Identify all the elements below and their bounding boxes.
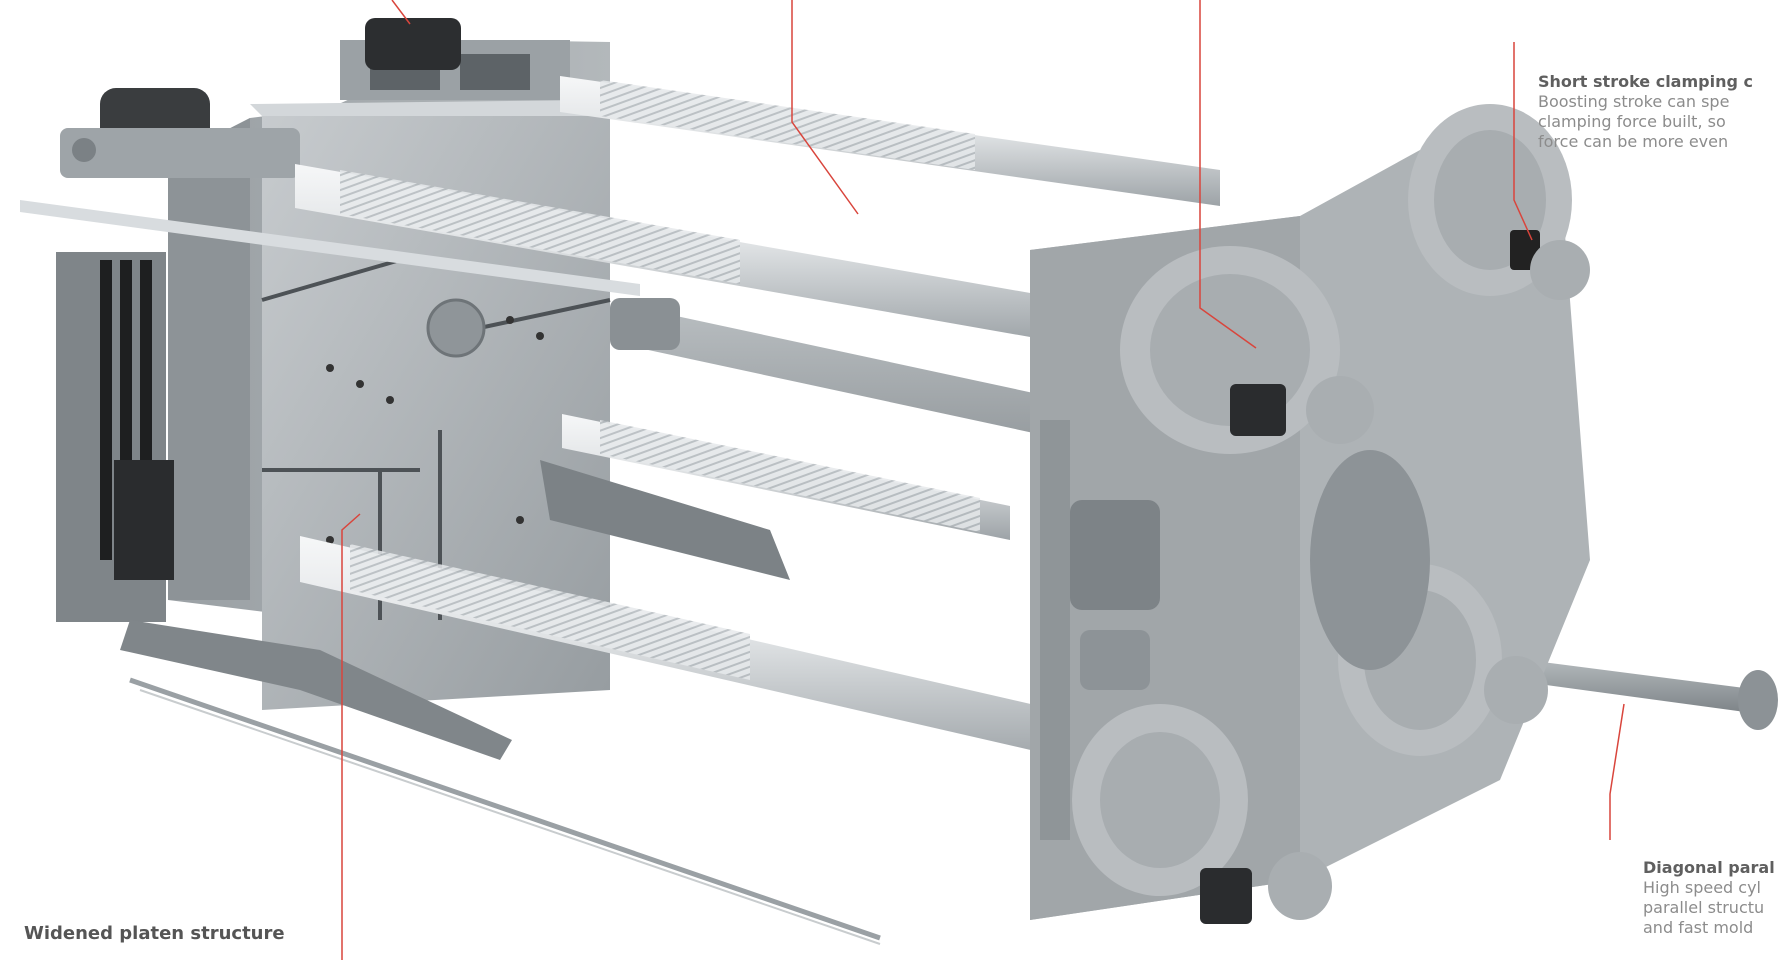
callout-text-line: parallel structu [1643, 898, 1765, 917]
leader-line-short-stroke [1513, 42, 1533, 241]
leader-line-widened-platen [341, 513, 361, 960]
callout-text-line: Boosting stroke can spe [1538, 92, 1730, 111]
callout-text-line: clamping force built, so [1538, 112, 1726, 131]
leader-line-fixed-platen [1199, 0, 1257, 349]
callout-title: Widened platen structure [24, 923, 285, 944]
callout-widened-platen: Widened platen structure [24, 924, 285, 944]
support-rails [120, 460, 881, 945]
callout-diagonal-parallel: Diagonal paral High speed cyl parallel s… [1643, 858, 1775, 938]
leader-lines [341, 0, 1625, 960]
callout-text-line: and fast mold [1643, 918, 1754, 937]
fixed-platen [1030, 104, 1590, 924]
callout-title: Short stroke clamping c [1538, 72, 1753, 91]
callout-short-stroke: Short stroke clamping c Boosting stroke … [1538, 72, 1753, 152]
leader-line-tie-bar [791, 0, 859, 215]
leader-line-diagonal-parallel [1609, 703, 1625, 840]
callout-title: Diagonal paral [1643, 858, 1775, 877]
leader-line-top-left [391, 0, 411, 25]
callout-text-line: High speed cyl [1643, 878, 1761, 897]
tie-bars [20, 76, 1220, 766]
callout-text-line: force can be more even [1538, 132, 1729, 151]
